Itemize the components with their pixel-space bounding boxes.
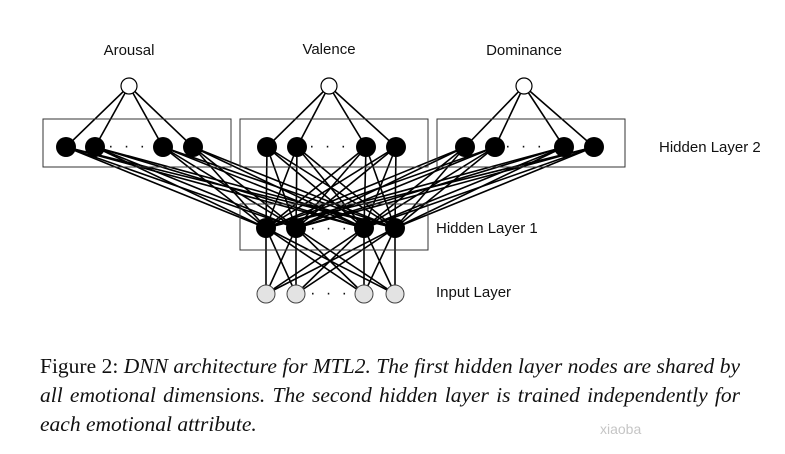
hidden-layer-2-dominance-node-1 [455, 137, 475, 157]
hidden-layer-2-arousal-node-2 [85, 137, 105, 157]
edge-dominance-node-2-to-h1-node-2 [295, 146, 496, 229]
hidden-layer-2-valence-node-2 [287, 137, 307, 157]
edge-h1-node-4-to-input-3 [363, 227, 396, 295]
edge-arousal-node-3-to-h1-node-1 [162, 146, 267, 229]
hidden-layer-2-label: Hidden Layer 2 [659, 139, 761, 156]
output-node-arousal [120, 77, 138, 95]
ellipsis-input-layer: · · · [310, 285, 350, 302]
edge-valence-node-2-to-h1-node-2 [295, 146, 298, 229]
edge-valence-output-to-node-3 [328, 85, 367, 148]
edge-valence-output-to-node-1 [266, 85, 330, 148]
edge-dominance-node-4-to-h1-node-4 [394, 146, 595, 229]
ellipsis-valence-group: · · · [309, 138, 349, 155]
edge-valence-node-2-to-h1-node-1 [265, 146, 298, 229]
hidden-layer-2-dominance-node-2 [485, 137, 505, 157]
hidden-layer-2-valence-node-3 [356, 137, 376, 157]
dnn-architecture-diagram: Arousal Valence Dominance Hidden Layer 2… [42, 41, 761, 304]
watermark: xiaoba [600, 421, 642, 437]
input-layer-label: Input Layer [436, 284, 511, 301]
input-node-1 [256, 284, 276, 304]
edge-dominance-output-to-node-3 [523, 85, 565, 148]
edge-valence-output-to-node-4 [328, 85, 397, 148]
edge-dominance-node-4-to-h1-node-2 [295, 146, 595, 229]
edge-h1-node-4-to-input-1 [265, 227, 396, 295]
edge-arousal-node-1-to-h1-node-1 [65, 146, 267, 229]
output-node-dominance [515, 77, 533, 95]
edge-h1-node-3-to-input-1 [265, 227, 365, 295]
edge-arousal-output-to-node-2 [94, 85, 130, 148]
ellipsis-hidden-layer-1: · · · [310, 220, 350, 237]
hidden-layer-1-node-1 [256, 218, 276, 238]
edge-dominance-output-to-node-2 [494, 85, 525, 148]
hidden-layer-2-arousal-node-4 [183, 137, 203, 157]
hidden-layer-2-valence-node-4 [386, 137, 406, 157]
edge-dominance-node-2-to-h1-node-1 [265, 146, 496, 229]
hidden-layer-2-dominance-node-3 [554, 137, 574, 157]
edge-arousal-node-4-to-h1-node-4 [192, 146, 396, 229]
output-label-dominance: Dominance [486, 42, 562, 59]
ellipsis-arousal-group: · · · [108, 138, 148, 155]
edge-arousal-output-to-node-3 [128, 85, 164, 148]
edge-h1-node-2-to-input-1 [265, 227, 297, 295]
edge-dominance-node-1-to-h1-node-1 [265, 146, 466, 229]
edge-valence-node-3-to-h1-node-1 [265, 146, 367, 229]
edge-dominance-node-3-to-h1-node-1 [265, 146, 565, 229]
hidden-layer-1-node-2 [286, 218, 306, 238]
output-label-arousal: Arousal [104, 42, 155, 59]
edge-arousal-node-4-to-h1-node-2 [192, 146, 297, 229]
edge-arousal-node-2-to-h1-node-2 [94, 146, 297, 229]
layer-boxes [42, 118, 626, 251]
output-label-valence: Valence [302, 41, 355, 58]
edge-dominance-node-4-to-h1-node-3 [363, 146, 595, 229]
network-nodes [56, 77, 604, 304]
input-node-4 [385, 284, 405, 304]
edge-arousal-node-4-to-h1-node-1 [192, 146, 267, 229]
box-hidden-layer-2-dominance [436, 118, 626, 168]
box-hidden-layer-2-valence [239, 118, 429, 168]
edge-arousal-node-2-to-h1-node-1 [94, 146, 267, 229]
edge-dominance-output-to-node-4 [523, 85, 595, 148]
edge-arousal-node-4-to-h1-node-3 [192, 146, 365, 229]
edge-arousal-output-to-node-1 [65, 85, 130, 148]
input-node-2 [286, 284, 306, 304]
hidden-layer-1-label: Hidden Layer 1 [436, 220, 538, 237]
output-node-valence [320, 77, 338, 95]
hidden-layer-2-arousal-node-3 [153, 137, 173, 157]
edge-dominance-output-to-node-1 [464, 85, 525, 148]
edge-arousal-output-to-node-4 [128, 85, 194, 148]
hidden-layer-1-node-3 [354, 218, 374, 238]
hidden-layer-2-dominance-node-4 [584, 137, 604, 157]
connection-lines [65, 85, 595, 295]
box-hidden-layer-1 [239, 203, 429, 251]
box-hidden-layer-2-arousal [42, 118, 232, 168]
edge-valence-node-4-to-h1-node-1 [265, 146, 397, 229]
caption-label: Figure 2: [40, 354, 119, 378]
hidden-layer-1-node-4 [385, 218, 405, 238]
caption-text: DNN architecture for MTL2. The first hid… [40, 354, 741, 436]
hidden-layer-2-arousal-node-1 [56, 137, 76, 157]
hidden-layer-2-valence-node-1 [257, 137, 277, 157]
figure-caption: Figure 2: DNN architecture for MTL2. The… [40, 352, 740, 439]
ellipsis-dominance-group: · · · [505, 138, 545, 155]
edge-dominance-node-4-to-h1-node-1 [265, 146, 595, 229]
edge-dominance-node-3-to-h1-node-3 [363, 146, 565, 229]
input-node-3 [354, 284, 374, 304]
edge-valence-output-to-node-2 [296, 85, 330, 148]
edge-valence-node-1-to-h1-node-1 [265, 146, 268, 229]
edge-h1-node-4-to-input-2 [295, 227, 396, 295]
